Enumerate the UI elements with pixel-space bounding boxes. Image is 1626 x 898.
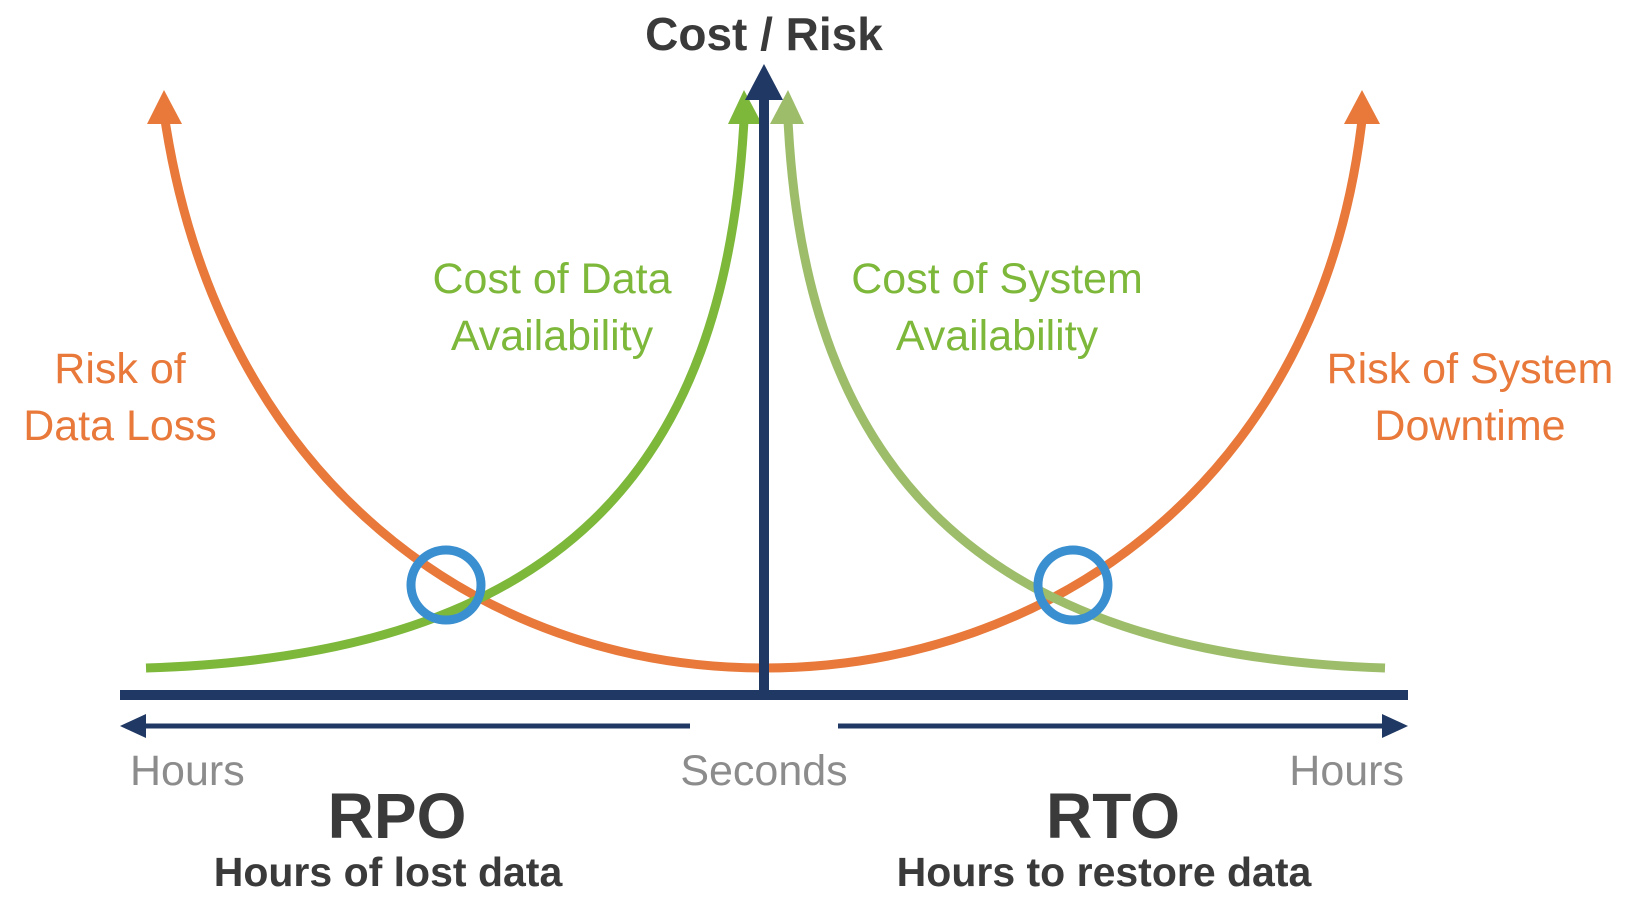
rto-direction-arrow (838, 714, 1408, 738)
cost-data-availability-arrowhead (728, 90, 762, 124)
axis-tick-center-seconds: Seconds (680, 747, 847, 795)
cost-system-availability-label: Cost of System Availability (851, 255, 1143, 360)
cost-system-availability-label-line-1: Cost of System (851, 255, 1143, 303)
risk-data-loss-label-line-2: Data Loss (23, 402, 217, 450)
cost-system-availability-curve (783, 119, 1386, 673)
risk-system-downtime-label-line-1: Risk of System (1327, 345, 1614, 393)
rto-intersection-marker (1033, 545, 1113, 625)
risk-data-loss-label-line-1: Risk of (54, 345, 186, 393)
cost-data-availability-label-line-1: Cost of Data (433, 255, 672, 303)
rto-heading: RTO (1046, 780, 1180, 852)
cost-system-availability-label-line-2: Availability (896, 312, 1099, 360)
cost-system-availability-arrowhead (770, 90, 804, 124)
rpo-intersection-marker (406, 545, 486, 625)
rpo-heading: RPO (328, 780, 467, 852)
axis-tick-left-hours: Hours (130, 747, 245, 795)
risk-data-loss-arrowhead (147, 90, 182, 124)
cost-data-availability-curve (145, 119, 749, 673)
risk-system-downtime-arrowhead (1344, 90, 1380, 124)
risk-system-downtime-label-line-2: Downtime (1374, 402, 1565, 450)
y-axis-arrowhead (745, 64, 783, 100)
risk-system-downtime-label: Risk of System Downtime (1327, 345, 1614, 450)
rpo-subheading: Hours of lost data (214, 849, 564, 895)
cost-data-availability-label: Cost of Data Availability (433, 255, 672, 360)
risk-data-loss-label: Risk of Data Loss (23, 345, 217, 450)
rpo-direction-arrow (120, 714, 690, 738)
rto-subheading: Hours to restore data (897, 849, 1313, 895)
chart-title: Cost / Risk (645, 8, 883, 60)
cost-data-availability-label-line-2: Availability (451, 312, 654, 360)
axis-tick-right-hours: Hours (1289, 747, 1404, 795)
